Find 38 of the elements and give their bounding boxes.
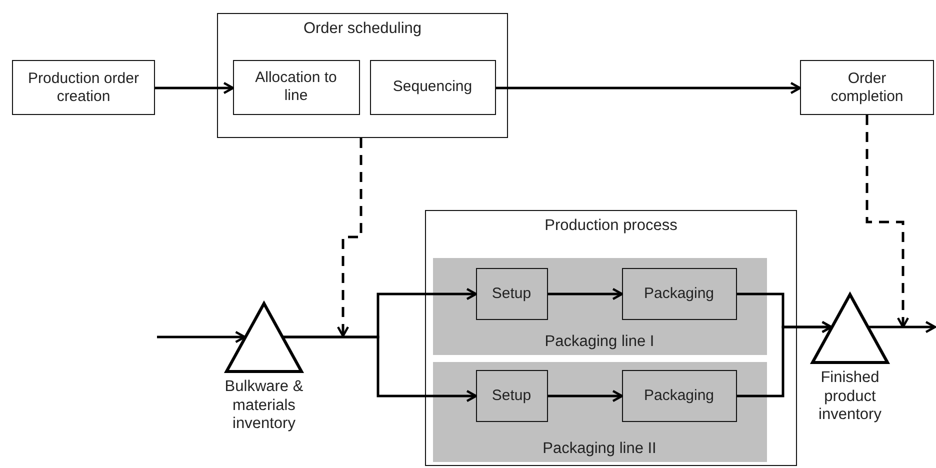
- arrow: [548, 390, 624, 402]
- line-label: Packaging line II: [542, 440, 658, 458]
- arrow: [157, 330, 246, 344]
- box-label: Setup: [490, 386, 532, 404]
- box-label: Packaging: [642, 386, 716, 404]
- arrow: [155, 82, 234, 94]
- arrow: [496, 82, 802, 94]
- arrow: [868, 320, 936, 334]
- box-label: Sequencing: [392, 78, 474, 96]
- process-box: [12, 60, 155, 115]
- arrow: [548, 288, 624, 300]
- box-label: Allocation to line: [254, 69, 338, 105]
- group-box: [217, 13, 508, 138]
- inventory-label: Finished product inventory: [818, 369, 882, 425]
- line-label: Packaging line I: [544, 332, 656, 350]
- box-label: Order completion: [830, 70, 904, 106]
- arrow: [866, 115, 910, 328]
- line-band: [432, 258, 766, 354]
- process-box: [476, 268, 548, 320]
- process-box: [800, 60, 934, 115]
- box-label: Setup: [490, 284, 532, 302]
- process-box: [370, 60, 496, 114]
- process-box: [622, 268, 736, 320]
- inventory-triangle: [225, 302, 303, 373]
- arrow: [336, 138, 362, 338]
- arrow: [737, 320, 832, 398]
- group-box: [425, 210, 797, 466]
- process-box: [622, 370, 736, 422]
- box-label: Packaging: [642, 284, 716, 302]
- group-heading: Production process: [544, 217, 678, 235]
- line-band: [432, 362, 766, 462]
- process-box: [476, 370, 548, 422]
- inventory-label: Bulkware & materials inventory: [224, 378, 304, 434]
- group-heading: Order scheduling: [302, 20, 423, 38]
- process-box: [232, 60, 360, 114]
- inventory-triangle: [811, 293, 889, 364]
- arrow: [283, 336, 478, 402]
- box-label: Production order creation: [27, 70, 140, 106]
